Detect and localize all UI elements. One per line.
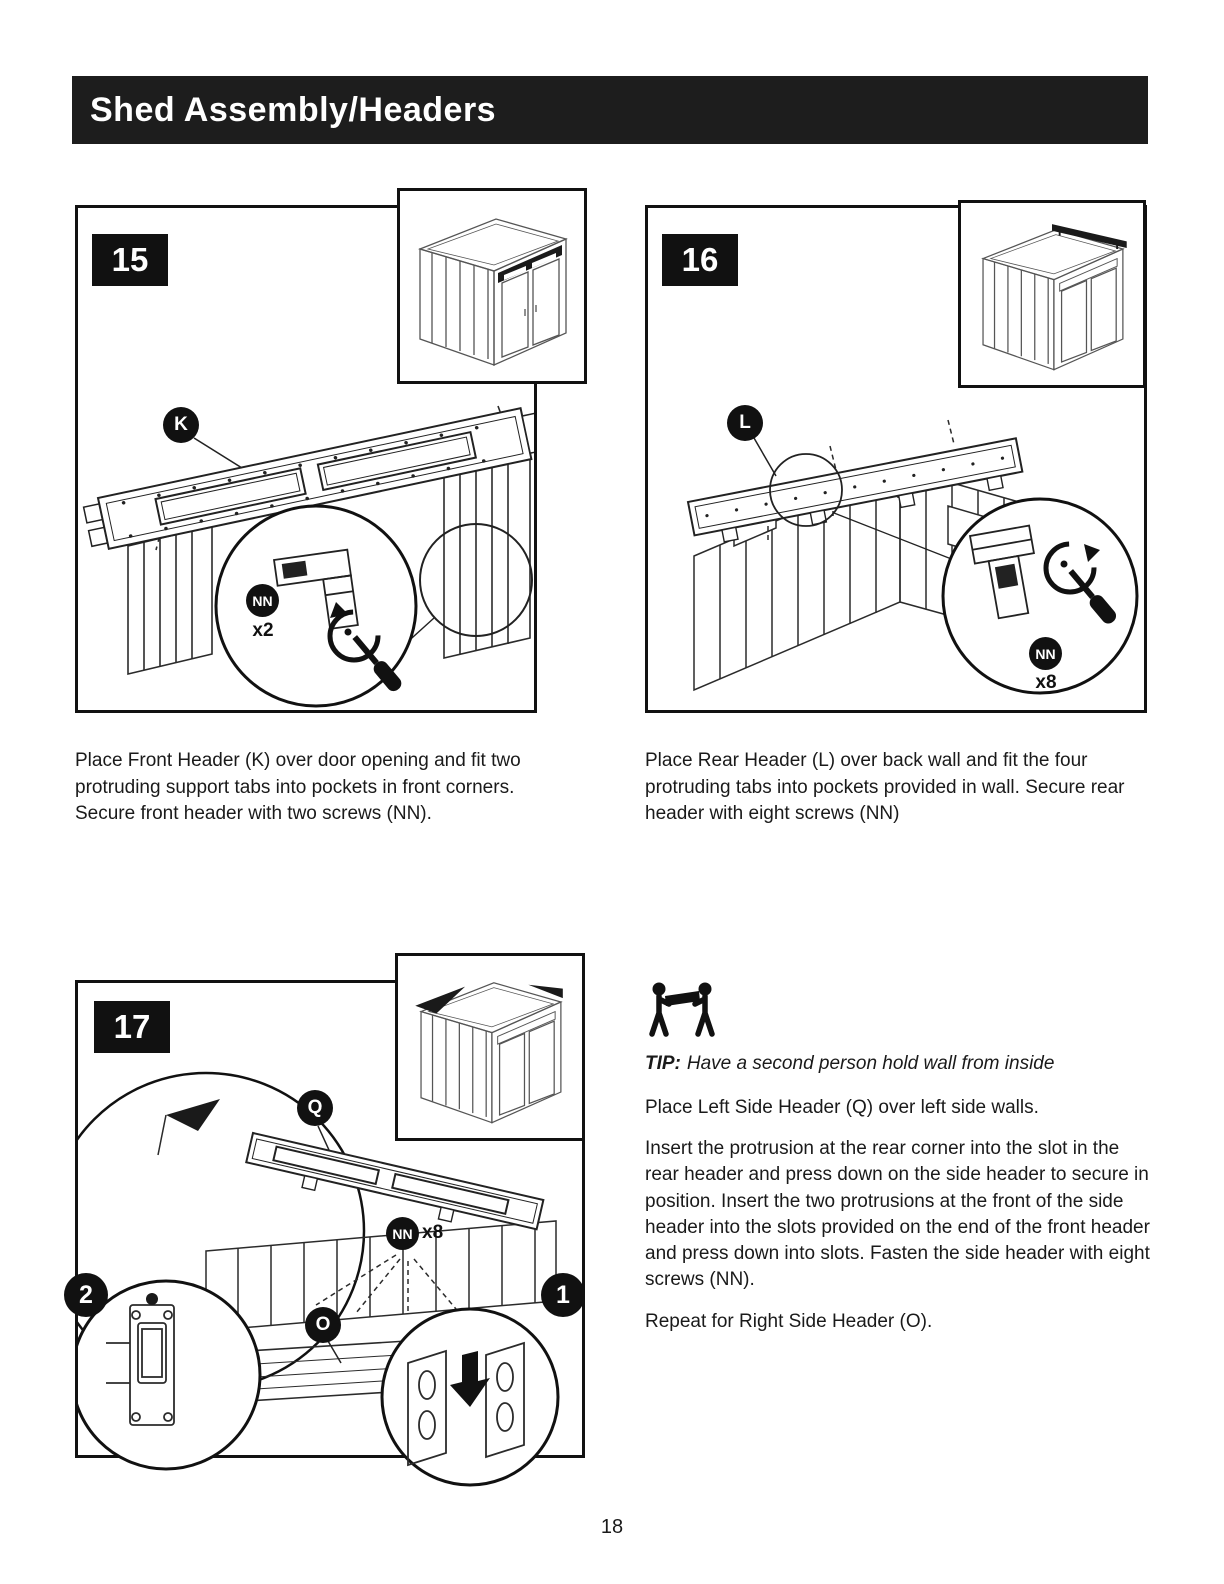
tip-label: TIP: <box>645 1053 681 1074</box>
step16-shed-thumbnail <box>958 200 1146 388</box>
step15-screw-qty: x2 <box>252 620 274 641</box>
tip-line: TIP:Have a second person hold wall from … <box>645 1053 1157 1075</box>
page-number: 18 <box>600 1516 624 1538</box>
page-title: Shed Assembly/Headers <box>90 90 497 129</box>
step17-number-badge: 17 <box>94 1001 170 1053</box>
step15-caption: Place Front Header (K) over door opening… <box>75 750 521 825</box>
step17-shed-thumbnail <box>395 953 585 1141</box>
step16-shed-icon <box>981 224 1127 371</box>
step17-figure <box>78 1071 560 1487</box>
tip-text: Have a second person hold wall from insi… <box>686 1053 1055 1074</box>
callout-number-1: 1 <box>541 1273 585 1317</box>
step15-screw-badge-nn: NN <box>246 584 279 617</box>
step15-figure <box>82 405 534 708</box>
step17-screw-badge-nn: NN <box>386 1217 419 1250</box>
step17-instructions-column: TIP:Have a second person hold wall from … <box>645 980 1157 1350</box>
part-badge-q: Q <box>297 1090 333 1126</box>
instruction-paragraph-1: Place Left Side Header (Q) over left sid… <box>645 1097 1039 1118</box>
step15-shed-thumbnail <box>397 188 587 384</box>
instruction-paragraph-2: Insert the protrusion at the rear corner… <box>645 1138 1150 1291</box>
two-person-carry-icon <box>645 980 1157 1043</box>
step15-shed-icon <box>418 218 568 367</box>
instruction-paragraph-3: Repeat for Right Side Header (O). <box>645 1310 933 1332</box>
step16-number-badge: 16 <box>662 234 738 286</box>
step15-number-badge: 15 <box>92 234 168 286</box>
step17-screw-qty: x8 <box>422 1222 444 1243</box>
step16-figure <box>686 419 1139 695</box>
step16-caption: Place Rear Header (L) over back wall and… <box>645 750 1125 825</box>
part-badge-k: K <box>163 407 199 443</box>
step16-screw-badge-nn: NN <box>1029 637 1062 670</box>
section-title-bar: Shed Assembly/Headers <box>72 76 1148 144</box>
part-badge-l: L <box>727 405 763 441</box>
part-badge-o: O <box>305 1307 341 1343</box>
callout-number-2: 2 <box>64 1273 108 1317</box>
step17-shed-icon <box>415 982 563 1124</box>
step16-screw-qty: x8 <box>1035 672 1057 693</box>
